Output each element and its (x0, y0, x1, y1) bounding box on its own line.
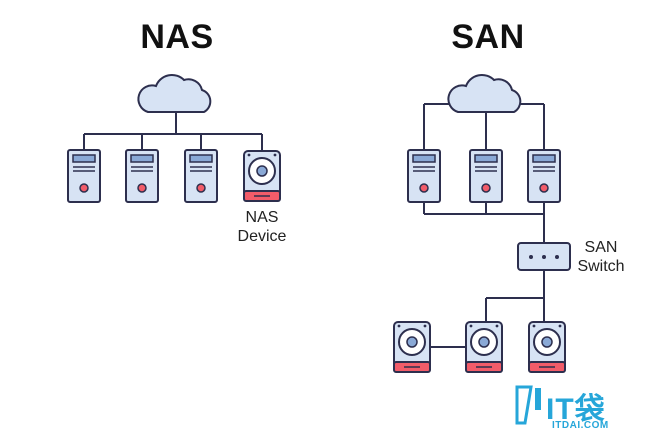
nas-device-hard-disk-icon (243, 150, 281, 202)
nas-network-lines (83, 112, 263, 150)
san-cloud-icon (447, 73, 522, 113)
nas-server-icon (125, 149, 159, 203)
san-storage-hard-disk-icon (393, 321, 431, 373)
san-switch-label-line1: SAN (584, 239, 618, 256)
nas-server-icon (67, 149, 101, 203)
watermark-site-text: ITDAI.COM (552, 420, 609, 431)
san-network-lines (423, 103, 545, 348)
nas-device-label: NAS Device (226, 208, 298, 246)
san-server-icon (469, 149, 503, 203)
san-title: SAN (451, 18, 525, 56)
san-network-switch-icon (517, 242, 571, 271)
nas-cloud-icon (137, 73, 212, 113)
watermark-logo-text: IT袋 (546, 393, 606, 426)
san-switch-label: SAN Switch (570, 238, 632, 276)
nas-device-label-line1: NAS (245, 209, 279, 226)
nas-server-icon (184, 149, 218, 203)
watermark-logo (515, 385, 541, 425)
san-server-icon (407, 149, 441, 203)
nas-title: NAS (140, 18, 214, 56)
nas-device-label-line2: Device (237, 228, 287, 245)
san-switch-label-line2: Switch (577, 258, 625, 275)
san-server-icon (527, 149, 561, 203)
san-storage-hard-disk-icon (465, 321, 503, 373)
san-storage-hard-disk-icon (528, 321, 566, 373)
